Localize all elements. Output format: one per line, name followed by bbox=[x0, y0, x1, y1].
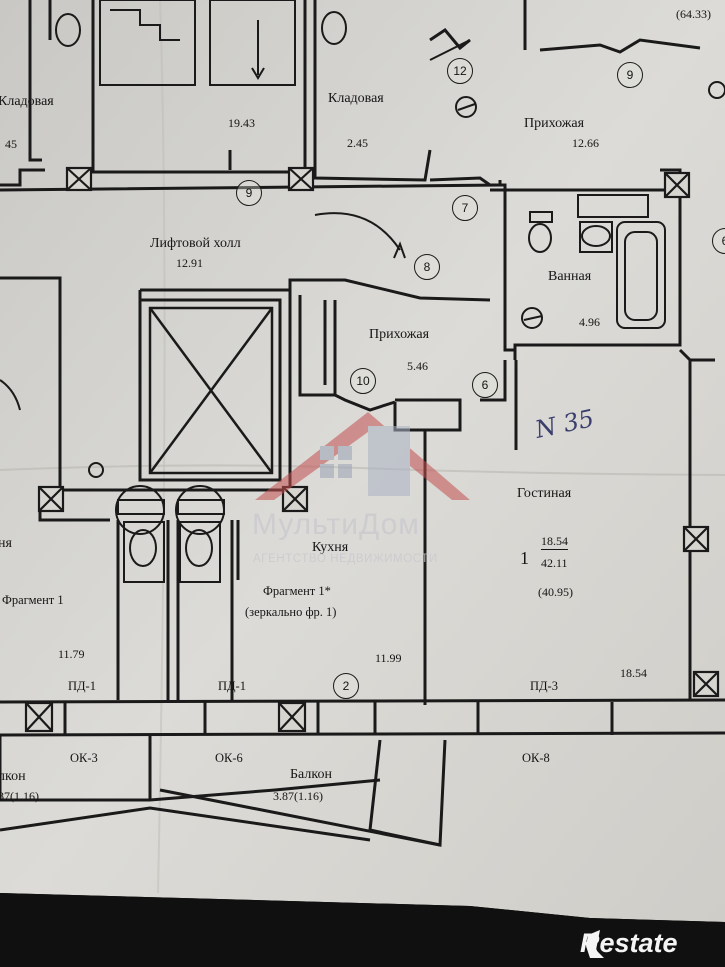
window-label-1: ОК-3 bbox=[70, 751, 98, 765]
elevator-hall-name: Лифтовой холл bbox=[150, 236, 241, 251]
hall-area: 5.46 bbox=[407, 359, 428, 373]
hall-name: Прихожая bbox=[369, 327, 430, 342]
balcony-mid-name: Балкон bbox=[290, 767, 332, 782]
marker-circle: 9 bbox=[617, 62, 643, 88]
site-logo: Restate bbox=[580, 928, 678, 958]
kitchen-area: 11.99 bbox=[375, 651, 402, 665]
logo-mark bbox=[586, 930, 604, 958]
bathroom-name: Ванная bbox=[548, 269, 592, 284]
marker-circle: 12 bbox=[447, 58, 473, 84]
fragment-right-subtitle: (зеркально фр. 1) bbox=[245, 605, 337, 619]
fragment-right-title: Фрагмент 1* bbox=[263, 584, 331, 598]
door-arcs bbox=[0, 39, 725, 411]
marker-circle: 6 bbox=[472, 372, 498, 398]
top-right-area: (64.33) bbox=[676, 7, 711, 21]
marker-circle: 7 bbox=[452, 195, 478, 221]
rooms-count: 1 bbox=[520, 548, 529, 568]
stair-flights bbox=[99, 0, 296, 86]
marker-circle: 8 bbox=[414, 254, 440, 280]
kitchen-fixtures bbox=[55, 11, 347, 583]
living-name: Гостиная bbox=[517, 486, 572, 501]
total-area: 42.11 bbox=[541, 556, 568, 570]
area-paren: (40.95) bbox=[538, 585, 573, 599]
storage-mid-area: 2.45 bbox=[347, 136, 368, 150]
elevator-shaft bbox=[148, 306, 274, 475]
watermark-house-logo bbox=[255, 412, 470, 500]
living-area-fraction: 18.54 bbox=[541, 534, 568, 550]
bathroom-area: 4.96 bbox=[579, 315, 600, 329]
window-label-3: ОК-8 bbox=[522, 751, 550, 765]
marker-circle: 9 bbox=[236, 180, 262, 206]
marker-circle: 2 bbox=[333, 673, 359, 699]
storage-mid-name: Кладовая bbox=[328, 91, 384, 106]
stairs-area: 19.43 bbox=[228, 116, 255, 130]
column-boxes bbox=[24, 166, 720, 733]
door-label-1: ПД-1 bbox=[68, 679, 96, 693]
hall-top-name: Прихожая bbox=[524, 116, 585, 131]
left-room-name: ня bbox=[0, 536, 12, 551]
window-label-2: ОК-6 bbox=[215, 751, 243, 765]
watermark-title: МультиДом bbox=[252, 508, 420, 541]
door-label-2: ПД-1 bbox=[218, 679, 246, 693]
watermark-subtitle: АГЕНТСТВО НЕДВИЖИМОСТИ bbox=[253, 553, 438, 565]
bathroom-fixtures bbox=[528, 194, 666, 329]
balcony-left-area: 87(1.16) bbox=[0, 789, 39, 803]
balcony-mid-area: 3.87(1.16) bbox=[273, 789, 323, 803]
storage-left-area: 45 bbox=[5, 137, 17, 151]
living-area-bottom: 18.54 bbox=[620, 666, 647, 680]
storage-left-name: Кладовая bbox=[0, 94, 54, 109]
hall-top-area: 12.66 bbox=[572, 136, 599, 150]
door-label-3: ПД-3 bbox=[530, 679, 558, 693]
elevator-hall-area: 12.91 bbox=[176, 256, 203, 270]
marker-circle: 10 bbox=[350, 368, 376, 394]
kitchen-name: Кухня bbox=[312, 540, 349, 555]
balcony-left-name: лкон bbox=[0, 769, 26, 784]
fragment-left: Фрагмент 1 bbox=[2, 593, 64, 607]
left-room-area: 11.79 bbox=[58, 647, 85, 661]
